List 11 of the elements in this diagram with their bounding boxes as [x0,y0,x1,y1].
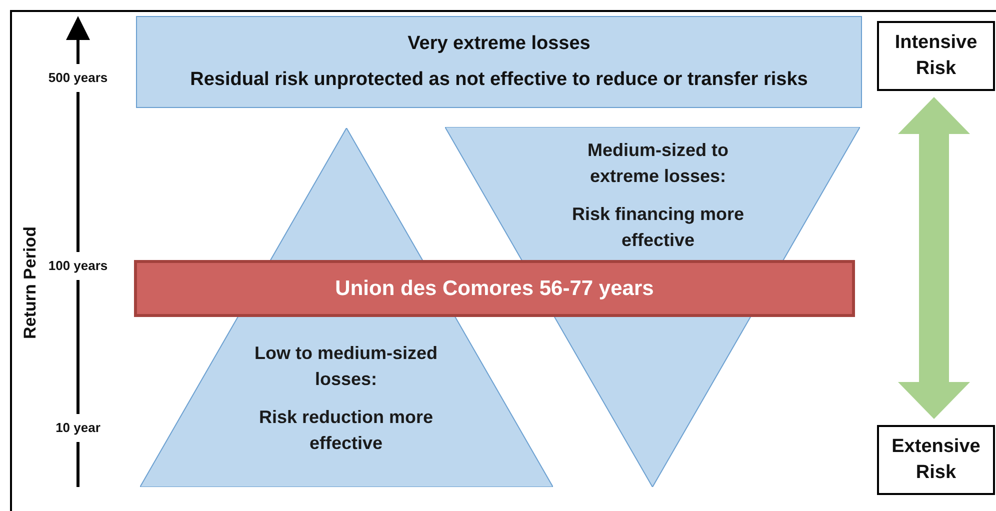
banner-box [136,16,862,108]
highlight-bar: Union des Comores 56-77 years [134,260,855,317]
triangle-text: Low to medium-sized losses: [253,342,438,391]
banner-text: Residual risk unprotected as not effective to reduce or transfer risks [190,68,808,92]
banner-text: Very extreme losses [408,32,590,56]
triangle-text: Medium-sized to extreme losses: [586,139,730,188]
triangle-text: Risk reduction more effective [258,406,434,455]
risk-box: Intensive Risk [877,21,995,91]
risk-box: Extensive Risk [877,425,995,495]
triangle-text: Risk financing more effective [570,203,746,252]
double-arrow [898,97,970,419]
